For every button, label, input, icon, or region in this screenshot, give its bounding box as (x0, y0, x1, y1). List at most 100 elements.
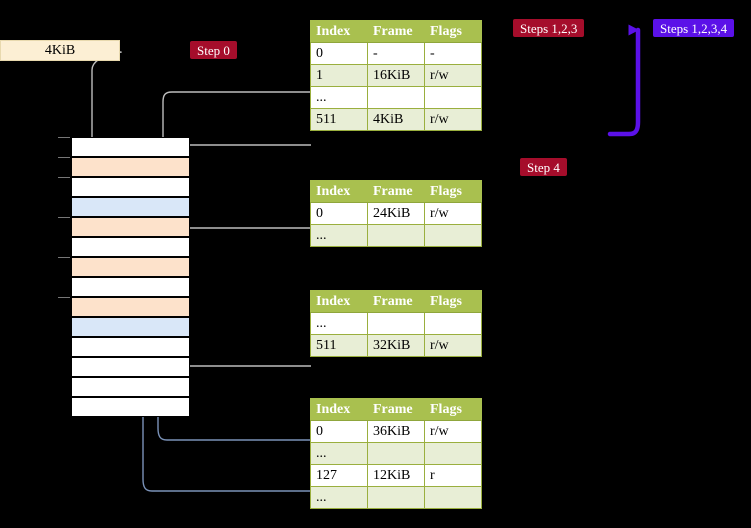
column-header-index: Index (310, 20, 368, 43)
badge-steps-1-2-3-label: Steps 1,2,3 (520, 20, 578, 36)
memory-tick-mark (58, 137, 70, 138)
badge-step-4[interactable]: Step 4 (520, 158, 567, 176)
cell-index: 1 (310, 64, 368, 87)
cell-flags: r/w (424, 202, 482, 225)
memory-frame-row[interactable] (71, 157, 190, 177)
memory-tick-mark (58, 257, 70, 258)
memory-frame-row[interactable] (71, 177, 190, 197)
cell-flags: r/w (424, 334, 482, 357)
memory-frame-row[interactable] (71, 377, 190, 397)
table-row[interactable]: ... (310, 486, 482, 509)
cell-flags (424, 86, 482, 109)
cell-flags: r/w (424, 64, 482, 87)
badge-step-4-label: Step 4 (527, 159, 560, 175)
cell-frame: 24KiB (367, 202, 425, 225)
cell-flags: - (424, 42, 482, 65)
wire-pt-row0-to-memory (150, 325, 311, 441)
table-row[interactable]: ... (310, 86, 482, 109)
wire-steps-loop-arrow (607, 24, 641, 137)
column-header-flags: Flags (424, 290, 482, 313)
column-header-flags: Flags (424, 180, 482, 203)
badge-step-0[interactable]: Step 0 (190, 41, 237, 59)
cell-flags: r (424, 464, 482, 487)
cell-frame (367, 442, 425, 465)
memory-tick-mark (58, 177, 70, 178)
memory-frame-row[interactable] (71, 357, 190, 377)
cell-index: ... (310, 312, 368, 335)
cell-frame: 36KiB (367, 420, 425, 443)
column-header-frame: Frame (367, 20, 425, 43)
memory-frame-row[interactable] (71, 217, 190, 237)
table-header-row: Index Frame Flags (310, 398, 482, 421)
cell-frame: 16KiB (367, 64, 425, 87)
table-row[interactable]: ... (310, 312, 482, 335)
column-header-index: Index (310, 398, 368, 421)
cell-frame (367, 486, 425, 509)
memory-frame-row[interactable] (71, 137, 190, 157)
table-row[interactable]: ... (310, 442, 482, 465)
memory-frame-row[interactable] (71, 197, 190, 217)
column-header-index: Index (310, 290, 368, 313)
column-header-index: Index (310, 180, 368, 203)
table-header-row: Index Frame Flags (310, 20, 482, 43)
cell-flags: r/w (424, 420, 482, 443)
cell-flags (424, 442, 482, 465)
badge-steps-1-2-3-4-label: Steps 1,2,3,4 (660, 20, 728, 36)
memory-frame-row[interactable] (71, 237, 190, 257)
cell-index: 0 (310, 42, 368, 65)
memory-tick-mark (58, 217, 70, 218)
memory-frame-row[interactable] (71, 317, 190, 337)
table-header-row: Index Frame Flags (310, 180, 482, 203)
cell-frame: 12KiB (367, 464, 425, 487)
cell-index: ... (310, 224, 368, 247)
memory-frame-row[interactable] (71, 337, 190, 357)
cell-index: ... (310, 442, 368, 465)
badge-steps-1-2-3-4[interactable]: Steps 1,2,3,4 (653, 19, 735, 37)
cell-flags (424, 224, 482, 247)
column-header-flags: Flags (424, 20, 482, 43)
wire-pt-row127-to-memory (135, 204, 311, 492)
table-row[interactable]: ... (310, 224, 482, 247)
cell-flags (424, 312, 482, 335)
cell-index: ... (310, 486, 368, 509)
badge-steps-1-2-3[interactable]: Steps 1,2,3 (513, 19, 585, 37)
cell-index: 0 (310, 420, 368, 443)
cell-frame: - (367, 42, 425, 65)
memory-frame-row[interactable] (71, 277, 190, 297)
table-row[interactable]: 0-- (310, 42, 482, 65)
memory-frame-row[interactable] (71, 297, 190, 317)
wire-pdpt-row0-to-memory (173, 227, 311, 276)
memory-frame-row[interactable] (71, 397, 190, 417)
cell-index: 0 (310, 202, 368, 225)
cell-index: 127 (310, 464, 368, 487)
memory-size-text: 4KiB (44, 42, 76, 58)
table-header-row: Index Frame Flags (310, 290, 482, 313)
cell-frame: 32KiB (367, 334, 425, 357)
cell-index: ... (310, 86, 368, 109)
cell-index: 511 (310, 334, 368, 357)
column-header-frame: Frame (367, 398, 425, 421)
cell-frame (367, 224, 425, 247)
wire-pml4-row1-to-memory (162, 91, 311, 162)
column-header-frame: Frame (367, 180, 425, 203)
memory-frame-row[interactable] (71, 257, 190, 277)
memory-tick-mark (58, 297, 70, 298)
cell-frame (367, 312, 425, 335)
cell-flags (424, 486, 482, 509)
column-header-frame: Frame (367, 290, 425, 313)
badge-step-0-label: Step 0 (197, 42, 230, 58)
memory-tick-mark (58, 157, 70, 158)
wire-pd-row511-to-memory (173, 306, 311, 367)
memory-size-label: 4KiB (0, 40, 120, 61)
cell-frame (367, 86, 425, 109)
